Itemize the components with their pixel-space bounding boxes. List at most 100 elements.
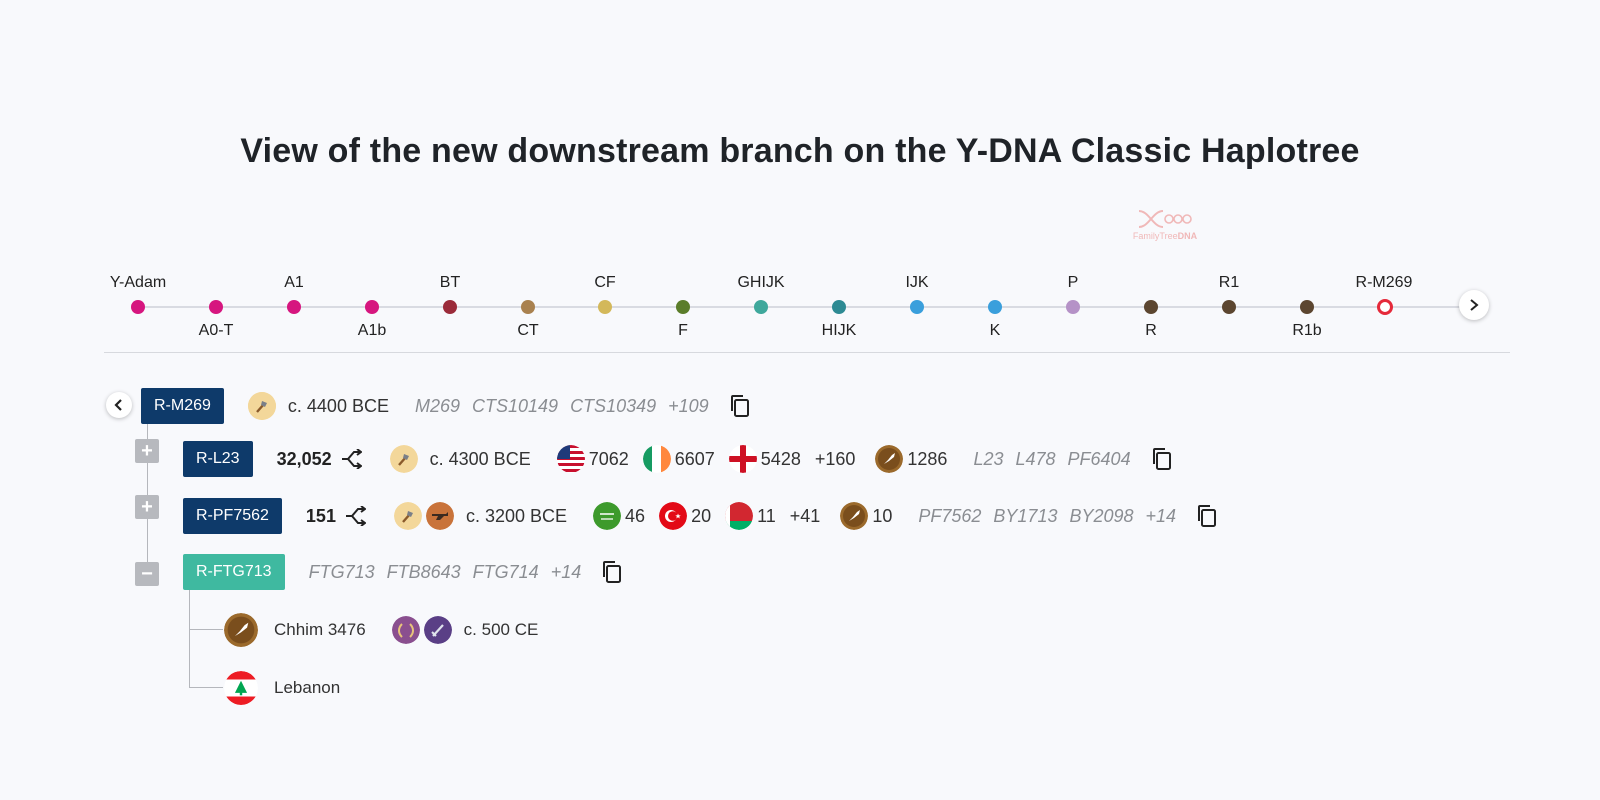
- timeline-node[interactable]: [1377, 299, 1393, 315]
- snp-label: FTG713: [308, 561, 375, 582]
- timeline-node-label[interactable]: Y-Adam: [109, 274, 167, 291]
- timeline-node-label[interactable]: R1b: [1292, 322, 1322, 339]
- ireland-flag-icon: [642, 445, 671, 473]
- timeline-node[interactable]: [209, 300, 223, 314]
- timeline-node[interactable]: [365, 300, 379, 314]
- tree-connector: [189, 687, 223, 688]
- timeline-line: [138, 306, 1470, 308]
- copy-icon[interactable]: [1196, 504, 1218, 528]
- timeline-node[interactable]: [598, 300, 612, 314]
- sword-icon: [423, 616, 452, 644]
- lebanon-flag-icon: [224, 671, 258, 705]
- timeline-node[interactable]: [287, 300, 301, 314]
- snp-more[interactable]: +14: [550, 561, 582, 582]
- country-count: 11: [757, 505, 776, 526]
- tree-leaf-ancient-sample[interactable]: Chhim 3476 c. 500 CE: [224, 612, 538, 648]
- timeline-node-label[interactable]: IJK: [905, 274, 929, 291]
- timeline-node-label[interactable]: R: [1145, 322, 1157, 339]
- timeline-node[interactable]: [1300, 300, 1314, 314]
- country-count: 20: [691, 505, 712, 526]
- more-countries[interactable]: +41: [789, 505, 821, 526]
- timeline-node-label[interactable]: R-M269: [1355, 274, 1413, 291]
- timeline-node[interactable]: [443, 300, 457, 314]
- timeline-node-label[interactable]: A1b: [357, 322, 387, 339]
- timeline-node[interactable]: [910, 300, 924, 314]
- timeline-node[interactable]: [1222, 300, 1236, 314]
- ancient-count: 10: [872, 505, 893, 526]
- branch-split-icon[interactable]: [340, 449, 362, 469]
- brand-name: FamilyTree: [1132, 231, 1178, 241]
- timeline-node-label[interactable]: HIJK: [821, 322, 857, 339]
- timeline-node[interactable]: [754, 300, 768, 314]
- tree-leaf-country[interactable]: Lebanon: [224, 670, 366, 706]
- snp-more[interactable]: +109: [668, 395, 709, 416]
- tree-back-button[interactable]: [106, 392, 132, 418]
- timeline-node[interactable]: [676, 300, 690, 314]
- timeline-node[interactable]: [832, 300, 846, 314]
- age-tool-icon: [247, 392, 276, 420]
- haplogroup-badge[interactable]: R-PF7562: [183, 498, 282, 534]
- timeline-node-label[interactable]: CT: [517, 322, 539, 339]
- timeline-node[interactable]: [1144, 300, 1158, 314]
- tree-connector: [147, 418, 148, 562]
- ancient-dna-trowel-icon: [840, 502, 869, 530]
- tree-connector: [189, 580, 190, 688]
- sample-age: c. 500 CE: [463, 620, 539, 639]
- tree-row-r-l23: R-L23 32,052 c. 4300 BCE 7062 6607 5428 …: [183, 441, 1173, 477]
- sample-name: Chhim 3476: [274, 620, 366, 639]
- copy-icon[interactable]: [729, 394, 751, 418]
- country-count: 46: [625, 505, 646, 526]
- brand-name-bold: DNA: [1177, 231, 1198, 241]
- snp-label: CTS10349: [570, 395, 657, 416]
- haplogroup-badge[interactable]: R-M269: [141, 388, 224, 424]
- snp-label: FTB8643: [386, 561, 461, 582]
- haplogroup-badge[interactable]: R-L23: [183, 441, 253, 477]
- snp-label: PF7562: [918, 505, 982, 526]
- country-name: Lebanon: [274, 678, 341, 697]
- timeline-node[interactable]: [131, 300, 145, 314]
- tester-count: 151: [305, 505, 336, 526]
- timeline-node-label[interactable]: CF: [594, 274, 616, 291]
- timeline-node[interactable]: [521, 300, 535, 314]
- laurel-wreath-icon: [391, 616, 420, 644]
- age-estimate: c. 3200 BCE: [465, 505, 568, 526]
- timeline-node-label[interactable]: K: [989, 322, 1001, 339]
- ancient-dna-trowel-icon: [224, 613, 258, 647]
- expand-button[interactable]: +: [135, 439, 159, 463]
- timeline-node-label[interactable]: A0-T: [198, 322, 234, 339]
- usa-flag-icon: [556, 445, 585, 473]
- snp-label: BY1713: [993, 505, 1058, 526]
- timeline-next-button[interactable]: [1459, 290, 1489, 320]
- expand-button[interactable]: +: [135, 495, 159, 519]
- collapse-button[interactable]: −: [135, 562, 159, 586]
- timeline-node[interactable]: [1066, 300, 1080, 314]
- snp-more[interactable]: +14: [1145, 505, 1177, 526]
- ancient-count: 1286: [907, 448, 948, 469]
- country-count: 7062: [588, 448, 629, 469]
- tester-count: 32,052: [276, 448, 332, 469]
- saudi-arabia-flag-icon: [593, 502, 622, 530]
- england-flag-icon: [728, 445, 757, 473]
- timeline-node-label[interactable]: BT: [439, 274, 461, 291]
- timeline-node-label[interactable]: F: [678, 322, 688, 339]
- timeline-node[interactable]: [988, 300, 1002, 314]
- timeline-node-label[interactable]: R1: [1218, 274, 1240, 291]
- copy-icon[interactable]: [1151, 447, 1173, 471]
- haplogroup-badge-selected[interactable]: R-FTG713: [183, 554, 285, 590]
- snp-label: L23: [973, 448, 1004, 469]
- timeline-node-label[interactable]: P: [1067, 274, 1079, 291]
- metal-tool-icon: [425, 502, 454, 530]
- timeline-node-label[interactable]: GHIJK: [737, 274, 785, 291]
- copy-icon[interactable]: [601, 560, 623, 584]
- snp-label: PF6404: [1067, 448, 1131, 469]
- snp-label: L478: [1015, 448, 1056, 469]
- more-countries[interactable]: +160: [814, 448, 856, 469]
- branch-split-icon[interactable]: [344, 506, 366, 526]
- timeline-node-label[interactable]: A1: [284, 274, 304, 291]
- snp-label: BY2098: [1069, 505, 1134, 526]
- timeline-divider: [104, 352, 1510, 353]
- snp-label: CTS10149: [472, 395, 559, 416]
- dna-logo-icon: [1138, 210, 1192, 228]
- age-estimate: c. 4400 BCE: [287, 395, 389, 416]
- age-estimate: c. 4300 BCE: [429, 448, 531, 469]
